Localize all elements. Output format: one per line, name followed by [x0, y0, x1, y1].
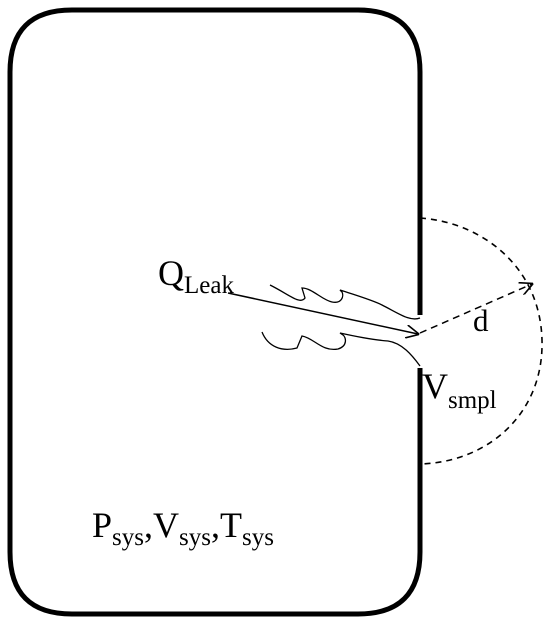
system-temperature-subscript: sys [242, 524, 274, 551]
system-pressure-subscript: sys [112, 524, 144, 551]
leak-rate-symbol: Q [158, 253, 184, 293]
leak-rate-label: QLeak [158, 253, 234, 299]
separator-1: , [144, 505, 153, 545]
vessel-wall [7, 7, 423, 617]
system-volume-subscript: sys [179, 524, 211, 551]
leak-flow-arrow [227, 292, 418, 334]
distance-label: d [473, 303, 489, 338]
system-state-label: Psys,Vsys,Tsys [92, 505, 274, 551]
sample-volume-boundary [419, 217, 543, 465]
sample-volume-subscript: smpl [448, 387, 497, 414]
separator-2: , [211, 505, 220, 545]
distance-arrow [419, 284, 532, 334]
leak-rate-subscript: Leak [184, 272, 234, 299]
sample-volume-label: Vsmpl [422, 366, 497, 414]
leak-path-upper [269, 284, 421, 320]
system-temperature-symbol: T [220, 505, 242, 545]
sample-volume-symbol: V [422, 366, 448, 406]
leak-path-lower [261, 331, 421, 367]
system-pressure-symbol: P [92, 505, 112, 545]
system-volume-symbol: V [153, 505, 179, 545]
